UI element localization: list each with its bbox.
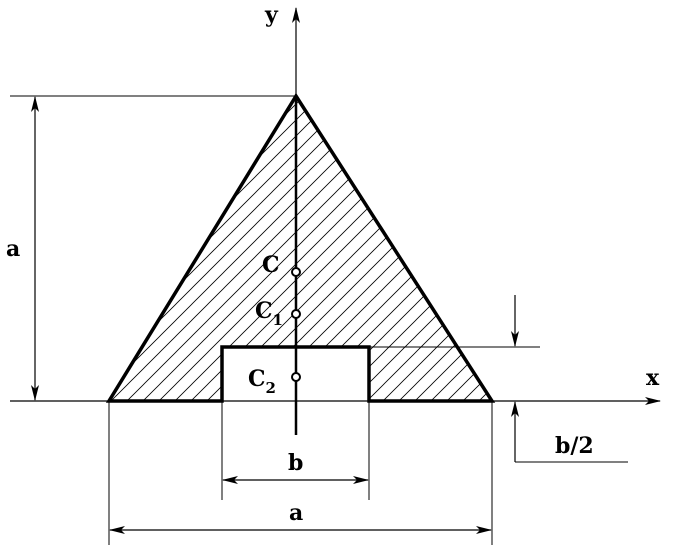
centroid-c-label: C xyxy=(262,252,280,278)
centroid-c-point xyxy=(291,267,301,277)
centroid-c2-subscript: 2 xyxy=(266,379,276,397)
centroid-c2-point xyxy=(291,372,301,382)
centroid-c2-label: C2 xyxy=(248,366,276,397)
base-dimension-label: a xyxy=(289,500,303,526)
x-axis-label: x xyxy=(646,365,660,391)
centroid-c1-letter: C xyxy=(255,298,273,324)
centroid-c1-point xyxy=(291,309,301,319)
centroid-c1-label: C1 xyxy=(255,298,283,329)
y-axis-label: y xyxy=(264,2,279,28)
hatched-section xyxy=(105,92,496,403)
centroid-c1-subscript: 1 xyxy=(273,311,283,329)
centroid-c2-letter: C xyxy=(248,366,266,392)
cutout-height-label: b/2 xyxy=(555,433,594,459)
height-dimension-label: a xyxy=(6,236,20,262)
cutout-width-label: b xyxy=(288,450,303,476)
